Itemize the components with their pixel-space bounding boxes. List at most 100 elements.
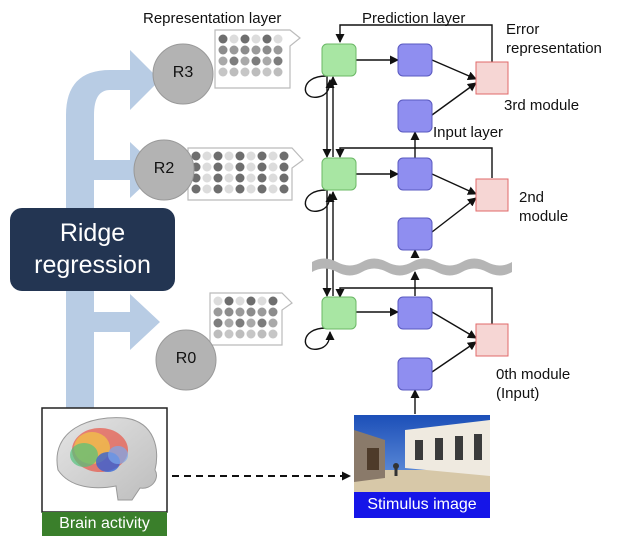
- representation-dot-r0: [224, 318, 234, 328]
- representation-dot-r3: [251, 67, 261, 77]
- representation-dot-r2: [202, 173, 212, 183]
- representation-dot-r3: [262, 34, 272, 44]
- representation-dot-r3: [218, 34, 228, 44]
- error-representation-label-2: representation: [506, 40, 602, 57]
- representation-dot-r2: [213, 151, 223, 161]
- representation-dot-r0: [268, 296, 278, 306]
- r0-node: [155, 329, 217, 391]
- prediction-layer-label: Prediction layer: [362, 10, 466, 27]
- stimulus-image-label: Stimulus image: [354, 492, 490, 518]
- representation-dot-r0: [224, 307, 234, 317]
- representation-dot-r3: [229, 45, 239, 55]
- representation-dot-r0: [235, 318, 245, 328]
- module-0th-label-2: (Input): [496, 385, 540, 402]
- representation-dot-r2: [235, 151, 245, 161]
- module-2nd-label-2: module: [519, 208, 569, 225]
- input-layer-node-2: [397, 217, 433, 251]
- representation-dot-r2: [213, 184, 223, 194]
- representation-dot-r2: [268, 151, 278, 161]
- module-0th-label-1: 0th module: [496, 366, 571, 383]
- representation-dot-r2: [191, 151, 201, 161]
- prediction-layer-node-3: [397, 43, 433, 77]
- representation-dot-r2: [224, 162, 234, 172]
- prediction-node-3: [321, 43, 357, 77]
- representation-dot-r0: [246, 318, 256, 328]
- representation-dot-r2: [224, 173, 234, 183]
- prediction-node-2: [321, 157, 357, 191]
- representation-dot-r3: [240, 67, 250, 77]
- representation-dot-r0: [224, 329, 234, 339]
- representation-dot-r3: [251, 56, 261, 66]
- representation-dot-r2: [279, 184, 289, 194]
- representation-dot-r2: [246, 151, 256, 161]
- representation-dot-r3: [262, 45, 272, 55]
- representation-dot-r0: [257, 318, 267, 328]
- representation-dot-r2: [202, 162, 212, 172]
- representation-dot-r2: [235, 184, 245, 194]
- r2-node: [133, 139, 195, 201]
- representation-dot-r2: [279, 162, 289, 172]
- representation-dot-r0: [235, 307, 245, 317]
- representation-dot-r2: [213, 173, 223, 183]
- representation-dot-r0: [257, 329, 267, 339]
- representation-dot-r3: [273, 45, 283, 55]
- representation-dot-r0: [213, 329, 223, 339]
- representation-dot-r2: [257, 173, 267, 183]
- representation-dot-r2: [246, 173, 256, 183]
- stimulus-image: [354, 415, 490, 492]
- representation-dot-r3: [240, 56, 250, 66]
- representation-dot-r2: [268, 184, 278, 194]
- error-node-3: [475, 61, 509, 95]
- r2-label: R2: [153, 160, 175, 177]
- input-layer-node-0: [397, 357, 433, 391]
- representation-dot-r2: [268, 173, 278, 183]
- representation-layer-label: Representation layer: [143, 10, 282, 27]
- representation-dot-r0: [257, 296, 267, 306]
- representation-dot-r3: [229, 67, 239, 77]
- representation-dot-r3: [218, 45, 228, 55]
- prediction-layer-node-0: [397, 296, 433, 330]
- error-node-0: [475, 323, 509, 357]
- module-3rd-label: 3rd module: [504, 97, 580, 114]
- representation-dot-r2: [279, 151, 289, 161]
- representation-dot-r0: [213, 296, 223, 306]
- representation-dot-r0: [268, 307, 278, 317]
- representation-dot-r2: [224, 151, 234, 161]
- representation-dot-r2: [235, 162, 245, 172]
- representation-dot-r2: [257, 184, 267, 194]
- representation-dot-r0: [268, 318, 278, 328]
- input-layer-node-3: [397, 99, 433, 133]
- representation-dot-r2: [246, 162, 256, 172]
- representation-dot-r0: [268, 329, 278, 339]
- representation-dot-r0: [224, 296, 234, 306]
- representation-dot-r2: [257, 162, 267, 172]
- representation-dot-r3: [273, 56, 283, 66]
- r3-label: R3: [172, 64, 194, 81]
- representation-dot-r2: [268, 162, 278, 172]
- representation-dot-r3: [229, 34, 239, 44]
- error-node-2: [475, 178, 509, 212]
- r3-node: [152, 43, 214, 105]
- representation-dot-r2: [202, 151, 212, 161]
- input-layer-label: Input layer: [433, 124, 504, 141]
- representation-dot-r2: [202, 184, 212, 194]
- representation-dot-r2: [279, 173, 289, 183]
- representation-dot-r0: [235, 296, 245, 306]
- brain-activity-label: Brain activity: [42, 512, 167, 536]
- prediction-node-0: [321, 296, 357, 330]
- representation-dot-r2: [235, 173, 245, 183]
- representation-dot-r0: [246, 329, 256, 339]
- prediction-layer-node-2: [397, 157, 433, 191]
- ridge-regression-box: Ridge regression: [10, 208, 175, 291]
- ridge-regression-line-1: Ridge: [59, 219, 126, 247]
- representation-dot-r0: [235, 329, 245, 339]
- connections: [304, 24, 493, 414]
- representation-dot-r3: [251, 34, 261, 44]
- representation-dot-r3: [262, 56, 272, 66]
- representation-dot-r0: [246, 307, 256, 317]
- representation-dot-r3: [229, 56, 239, 66]
- representation-dot-r3: [218, 67, 228, 77]
- representation-dot-r0: [213, 318, 223, 328]
- r0-label: R0: [175, 350, 197, 367]
